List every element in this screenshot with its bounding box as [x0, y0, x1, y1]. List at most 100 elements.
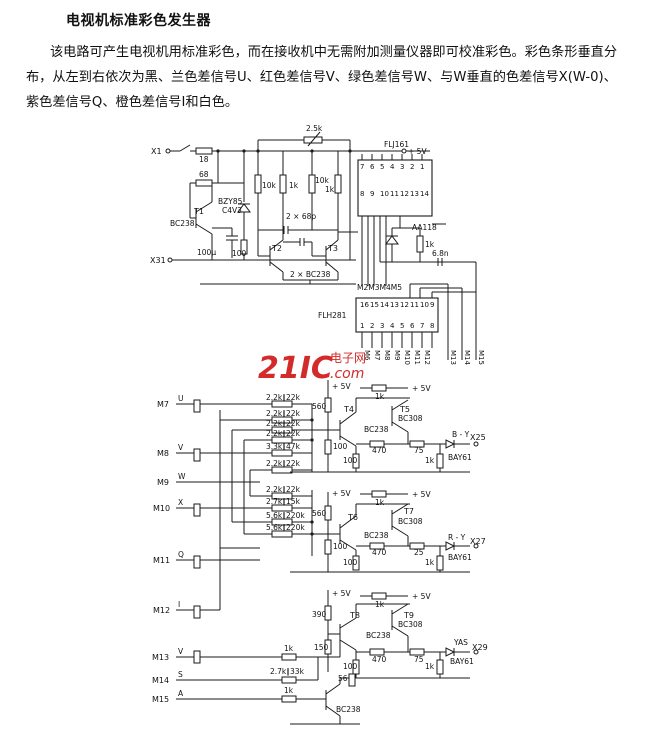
svg-text:100: 100 — [333, 442, 348, 451]
svg-text:+ 5V: + 5V — [332, 489, 351, 498]
matrix-resistor-label: 2.2k∥22k — [266, 409, 301, 418]
page-title: 电视机标准彩色发生器 — [66, 13, 211, 29]
svg-text:560: 560 — [312, 402, 327, 411]
amp-3: + 5V 390 150 T8 BC238 100 + 5V 1k — [152, 589, 488, 725]
matrix-resistor-label: 2.2k∥22k — [266, 419, 301, 428]
flh-pin-bottom: 7 — [420, 322, 424, 330]
description-paragraph: 该电路可产生电视机用标准彩色，而在接收机中无需附加测量仪器即可校准彩色。彩色条形… — [26, 45, 618, 110]
svg-text:X25: X25 — [470, 433, 486, 442]
svg-text:+ 5V: + 5V — [332, 382, 351, 391]
svg-text:470: 470 — [372, 446, 387, 455]
flj-pin-bottom: 8 — [360, 190, 364, 198]
m-output-label: M9 — [393, 350, 401, 361]
m-output-label: M11 — [413, 350, 421, 365]
switch-x1 — [179, 144, 191, 152]
svg-text:BC308: BC308 — [398, 414, 423, 423]
svg-text:470: 470 — [372, 548, 387, 557]
ic-flj161-label: FLJ161 — [384, 140, 409, 149]
svg-text:1k: 1k — [425, 662, 435, 671]
matrix-resistor-label: 5.6k∥220k — [266, 511, 305, 520]
m-output-label: M15 — [477, 350, 485, 365]
svg-text:75: 75 — [414, 446, 424, 455]
flh-pin-top: 13 — [390, 301, 399, 309]
svg-text:100: 100 — [343, 456, 358, 465]
svg-text:25: 25 — [414, 548, 424, 557]
t1-part: BC238 — [170, 219, 195, 228]
svg-text:1k: 1k — [284, 644, 294, 653]
flh-pin-bottom: 8 — [430, 322, 434, 330]
svg-text:M9: M9 — [157, 478, 169, 487]
resistor-10k-b-label: 10k — [315, 176, 330, 185]
ic-flh281 — [355, 297, 439, 333]
amp-2: + 5V 560 100 T6 BC238 100 + 5V 1k — [290, 489, 486, 573]
svg-text:M14: M14 — [152, 676, 169, 685]
zener-value: C4V3 — [222, 206, 242, 215]
resistor-100-top-label: 100 — [232, 249, 247, 258]
m-output-label: M12 — [423, 350, 431, 365]
resistor-18-label: 18 — [199, 155, 209, 164]
cap-6.8n-label: 6.8n — [432, 249, 449, 258]
svg-text:BAY61: BAY61 — [448, 553, 472, 562]
flh-pin-top: 12 — [400, 301, 409, 309]
flh-m-top-label: M2M3M4M5 — [357, 283, 402, 292]
resistor-1k-a-label: 1k — [289, 181, 299, 190]
svg-text:BC238: BC238 — [366, 631, 391, 640]
svg-text:T7: T7 — [403, 507, 414, 516]
svg-text:560: 560 — [312, 509, 327, 518]
resistor-10k-a — [254, 174, 262, 194]
cap-68p-label: 2 × 68p — [286, 212, 316, 221]
input-m11: M11 Q — [153, 550, 201, 569]
resistor-18 — [195, 147, 213, 155]
svg-text:S: S — [178, 670, 183, 679]
input-m7: M7 U — [157, 394, 201, 413]
flh-pin-bottom: 6 — [410, 322, 415, 330]
supply-5v-top: + 5V — [408, 147, 427, 156]
svg-text:T6: T6 — [347, 513, 358, 522]
flj-pin-top: 6 — [370, 163, 375, 171]
svg-text:X: X — [178, 498, 183, 507]
zener-label: BZY85 — [218, 197, 243, 206]
input-m9: M9 W — [157, 472, 260, 487]
flh-pin-bottom: 5 — [400, 322, 404, 330]
flh-pin-bottom: 2 — [370, 322, 374, 330]
flh-pin-top: 9 — [430, 301, 434, 309]
svg-text:BAY61: BAY61 — [450, 657, 474, 666]
flj-pin-bottom: 14 — [420, 190, 429, 198]
svg-text:M8: M8 — [157, 449, 169, 458]
terminal-x31-label: X31 — [150, 256, 166, 265]
input-m8: M8 V — [157, 443, 201, 462]
svg-text:BC238: BC238 — [364, 531, 389, 540]
svg-text:X27: X27 — [470, 537, 486, 546]
pot-2.5k-label: 2.5k — [306, 124, 323, 133]
svg-text:390: 390 — [312, 610, 327, 619]
m-output-label: M14 — [463, 350, 471, 365]
svg-text:BC238: BC238 — [364, 425, 389, 434]
svg-text:M7: M7 — [157, 400, 169, 409]
svg-text:A: A — [178, 689, 184, 698]
svg-text:W: W — [178, 472, 186, 481]
svg-text:75: 75 — [414, 655, 424, 664]
watermark-com: .com — [330, 366, 364, 382]
svg-text:1k: 1k — [375, 498, 385, 507]
flj-pin-top: 2 — [410, 163, 414, 171]
svg-text:I: I — [178, 600, 180, 609]
flj-pin-top: 3 — [400, 163, 404, 171]
flh-pin-top: 10 — [420, 301, 429, 309]
svg-text:+ 5V: + 5V — [412, 490, 431, 499]
svg-text:Q: Q — [178, 550, 184, 559]
flh-pin-bottom: 4 — [390, 322, 395, 330]
flh-pin-top: 15 — [370, 301, 379, 309]
m-output-label: M10 — [403, 350, 411, 365]
ic-flh281-label: FLH281 — [318, 311, 347, 320]
matrix-resistor-label: 2.2k∥22k — [266, 429, 301, 438]
svg-text:M15: M15 — [152, 695, 169, 704]
svg-text:56: 56 — [338, 674, 348, 683]
svg-text:1k: 1k — [425, 558, 435, 567]
svg-text:M12: M12 — [153, 606, 170, 615]
matrix-resistor-label: 3.3k∥47k — [266, 442, 301, 451]
svg-text:X29: X29 — [472, 643, 488, 652]
matrix-resistor-label: 5.6k∥220k — [266, 523, 305, 532]
flj-pin-bottom: 11 — [390, 190, 399, 198]
flj-pin-top: 4 — [390, 163, 395, 171]
